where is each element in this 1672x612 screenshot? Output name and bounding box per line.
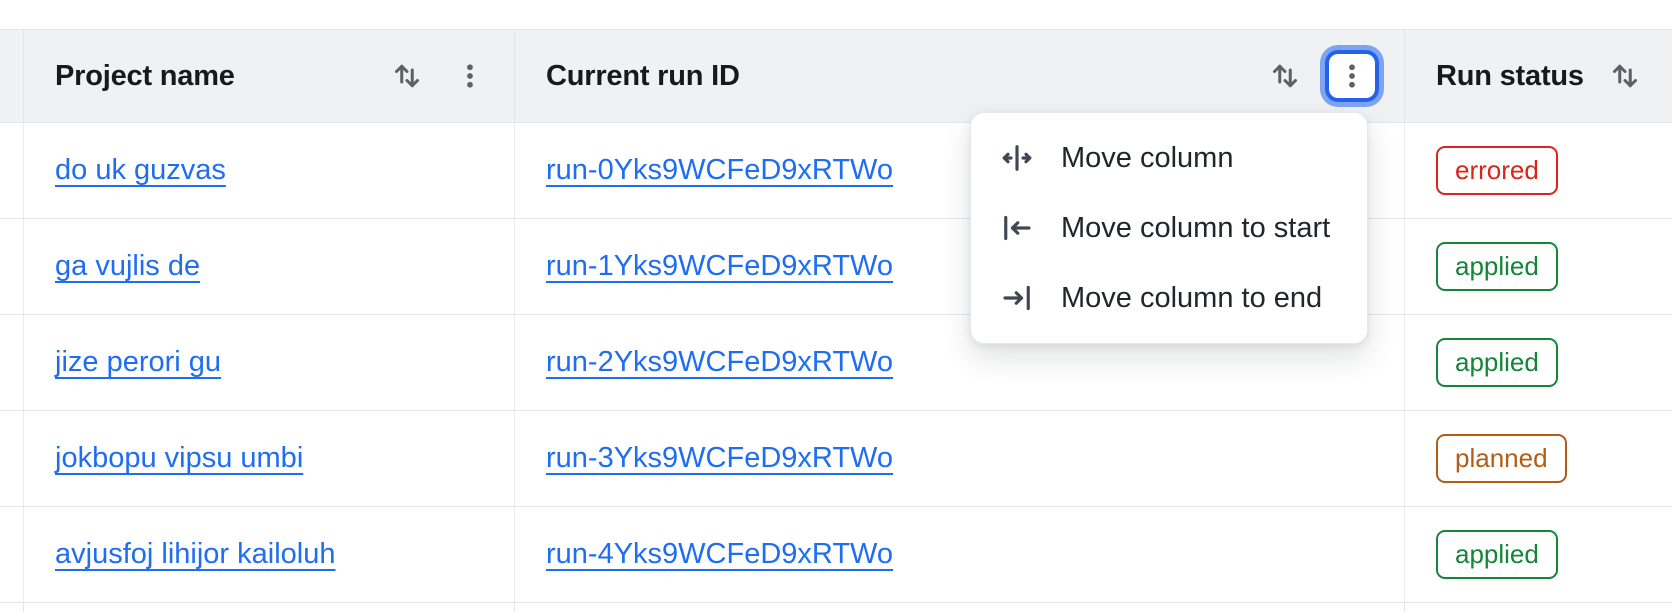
status-badge: applied xyxy=(1436,529,1558,580)
status-badge: errored xyxy=(1436,145,1558,196)
run-status-cell: planned xyxy=(1404,411,1672,506)
column-header-label: Current run ID xyxy=(546,59,740,92)
project-link[interactable]: ga vujlis de xyxy=(55,250,201,282)
current-run-id-cell: run-3Yks9WCFeD9xRTWo xyxy=(514,411,1404,506)
table-header-row: Project name Current run ID Run status xyxy=(0,29,1672,123)
status-badge: planned xyxy=(1436,433,1567,484)
project-name-cell: do uk guzvas xyxy=(23,123,514,218)
row-leading-strip xyxy=(0,315,23,410)
row-leading-strip xyxy=(0,603,23,612)
row-leading-strip xyxy=(0,411,23,506)
column-header-project-name: Project name xyxy=(23,30,514,122)
run-id-link[interactable]: run-0Yks9WCFeD9xRTWo xyxy=(546,154,894,186)
run-status-cell: errored xyxy=(1404,123,1672,218)
row-leading-strip xyxy=(0,123,23,218)
sort-arrows-icon xyxy=(1613,64,1637,88)
move-column-to-end-icon xyxy=(999,280,1035,316)
row-leading-strip xyxy=(0,219,23,314)
table-row: do uk guzvas run-0Yks9WCFeD9xRTWo errore… xyxy=(0,123,1672,219)
table-row-partial xyxy=(0,603,1672,612)
table-row: ga vujlis de run-1Yks9WCFeD9xRTWo applie… xyxy=(0,219,1672,315)
menu-item-label: Move column to end xyxy=(1061,281,1323,314)
column-options-menu: Move column Move column to start Move co… xyxy=(970,112,1368,344)
column-header-label: Run status xyxy=(1436,59,1584,92)
status-badge: applied xyxy=(1436,241,1558,292)
table-row: jize perori gu run-2Yks9WCFeD9xRTWo appl… xyxy=(0,315,1672,411)
run-id-link[interactable]: run-2Yks9WCFeD9xRTWo xyxy=(546,346,894,378)
project-link[interactable]: jokbopu vipsu umbi xyxy=(55,442,304,474)
advanced-table: Project name Current run ID Run status xyxy=(0,29,1672,612)
row-leading-strip xyxy=(0,507,23,602)
table-row: jokbopu vipsu umbi run-3Yks9WCFeD9xRTWo … xyxy=(0,411,1672,507)
table-row: avjusfoj lihijor kailoluh run-4Yks9WCFeD… xyxy=(0,507,1672,603)
column-options-button[interactable] xyxy=(455,61,485,91)
move-column-icon xyxy=(999,140,1035,176)
sort-button[interactable] xyxy=(1607,58,1643,94)
menu-item-move-column[interactable]: Move column xyxy=(971,123,1367,193)
menu-item-move-column-to-end[interactable]: Move column to end xyxy=(971,263,1367,333)
current-run-id-cell: run-1Yks9WCFeD9xRTWo xyxy=(514,219,1404,314)
run-id-link[interactable]: run-1Yks9WCFeD9xRTWo xyxy=(546,250,894,282)
menu-item-move-column-to-start[interactable]: Move column to start xyxy=(971,193,1367,263)
current-run-id-cell: run-4Yks9WCFeD9xRTWo xyxy=(514,507,1404,602)
current-run-id-cell: run-0Yks9WCFeD9xRTWo xyxy=(514,123,1404,218)
run-status-cell xyxy=(1404,603,1672,612)
project-name-cell: jokbopu vipsu umbi xyxy=(23,411,514,506)
menu-item-label: Move column to start xyxy=(1061,211,1331,244)
run-status-cell: applied xyxy=(1404,507,1672,602)
project-link[interactable]: jize perori gu xyxy=(55,346,222,378)
run-status-cell: applied xyxy=(1404,315,1672,410)
project-name-cell: jize perori gu xyxy=(23,315,514,410)
column-options-button-active[interactable] xyxy=(1329,54,1375,98)
project-name-cell: ga vujlis de xyxy=(23,219,514,314)
kebab-menu-icon xyxy=(1349,64,1355,88)
project-link[interactable]: do uk guzvas xyxy=(55,154,226,186)
status-badge: applied xyxy=(1436,337,1558,388)
sort-button[interactable] xyxy=(1267,58,1303,94)
project-link[interactable]: avjusfoj lihijor kailoluh xyxy=(55,538,336,570)
move-column-to-start-icon xyxy=(999,210,1035,246)
run-id-link[interactable]: run-3Yks9WCFeD9xRTWo xyxy=(546,442,894,474)
column-header-label: Project name xyxy=(55,59,235,92)
column-header-run-status: Run status xyxy=(1404,30,1672,122)
project-name-cell xyxy=(23,603,514,612)
project-name-cell: avjusfoj lihijor kailoluh xyxy=(23,507,514,602)
sort-arrows-icon xyxy=(395,64,419,88)
current-run-id-cell xyxy=(514,603,1404,612)
run-status-cell: applied xyxy=(1404,219,1672,314)
table-header-leading-strip xyxy=(0,30,23,122)
kebab-menu-icon xyxy=(467,64,473,88)
menu-item-label: Move column xyxy=(1061,141,1234,174)
column-header-current-run-id: Current run ID xyxy=(514,30,1404,122)
sort-button[interactable] xyxy=(389,58,425,94)
run-id-link[interactable]: run-4Yks9WCFeD9xRTWo xyxy=(546,538,894,570)
current-run-id-cell: run-2Yks9WCFeD9xRTWo xyxy=(514,315,1404,410)
sort-arrows-icon xyxy=(1273,64,1297,88)
